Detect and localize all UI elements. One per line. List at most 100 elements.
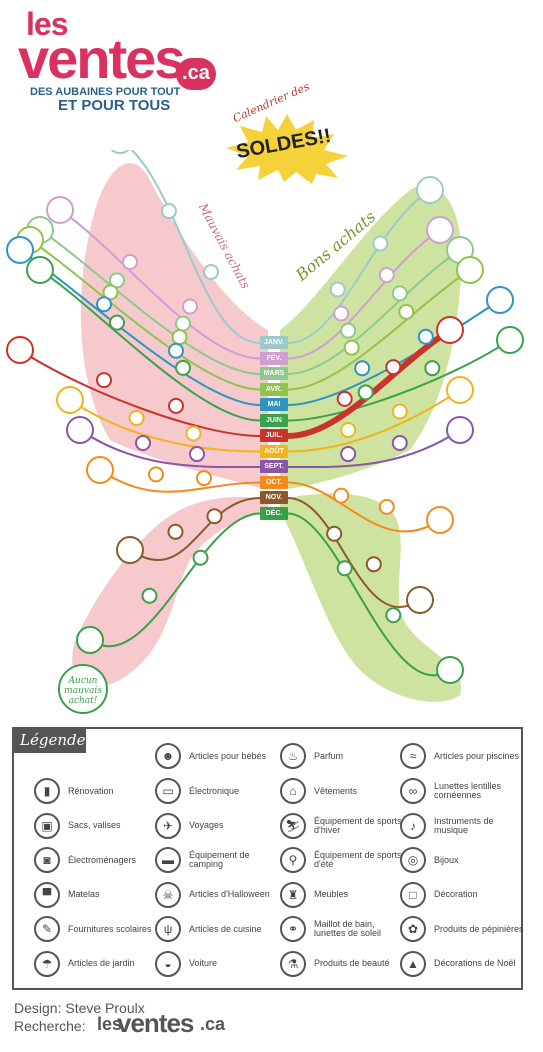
bad-month-line	[39, 229, 261, 375]
good-purchase-node	[333, 487, 350, 504]
legend-label: Articles de jardin	[68, 958, 135, 968]
good-purchase-node	[426, 216, 454, 244]
legend-label: Maillot de bain, lunettes de soleil	[314, 919, 382, 938]
bad-month-line	[99, 469, 261, 493]
good-purchase-node	[385, 359, 402, 376]
good-purchase-node	[372, 235, 389, 252]
bad-purchase-node	[6, 236, 34, 264]
legend-item: ⌂Vêtements	[280, 776, 404, 806]
bad-purchase-node	[116, 536, 144, 564]
bad-purchase-node	[86, 456, 114, 484]
legend-item: ☠Articles d'Halloween	[155, 880, 279, 910]
good-month-line	[287, 269, 471, 391]
hanger-icon: ⌂	[280, 778, 306, 804]
good-purchase-node	[416, 176, 444, 204]
good-purchase-node	[336, 390, 353, 407]
right-lower-wing	[280, 493, 462, 702]
xmas-icon: ▲	[400, 950, 426, 977]
legend-item: ⛷ Équipement de sports d'hiver	[280, 811, 404, 841]
bad-purchase-node	[196, 470, 212, 487]
no-bad-line-2: mauvais	[64, 686, 102, 696]
no-bad-line-3: achat!	[68, 696, 98, 706]
good-purchase-node	[406, 586, 434, 614]
legend-item: ♪ Instruments de musique	[400, 811, 524, 841]
good-purchase-node	[340, 322, 357, 339]
legend-label: Électroménagers	[68, 854, 137, 865]
legend-label: Équipement de sports d'hiver	[314, 815, 402, 835]
legend-item: ◒Voiture	[155, 949, 279, 979]
month-label: MARS	[260, 367, 288, 380]
legend-label: Équipement de camping	[189, 850, 250, 869]
month-label: DÉC.	[260, 506, 288, 520]
bad-purchase-node	[148, 466, 164, 483]
bad-purchase-node	[96, 372, 112, 389]
legend-label: Lunettes lentilles cornéennes	[434, 781, 502, 800]
bad-purchase-node	[182, 298, 198, 315]
good-purchase-node	[378, 498, 395, 515]
logo-les: les	[26, 6, 68, 42]
legend-label: Électronique	[189, 785, 240, 796]
good-purchase-node	[391, 403, 408, 420]
tagline-line-2: ET POUR TOUS	[58, 97, 171, 114]
good-month-line	[287, 512, 451, 677]
camper-icon: ▬	[155, 847, 181, 873]
month-label: JUIL.	[260, 429, 288, 442]
good-purchase-node	[446, 416, 474, 444]
legend-item: ♜Meubles	[280, 880, 404, 910]
bad-purchase-node	[135, 434, 151, 451]
legend-title: Légende	[12, 727, 86, 753]
bad-purchase-node	[168, 397, 184, 414]
bad-month-line	[69, 399, 261, 453]
left-lower-wing	[72, 497, 268, 687]
month-label: OCT.	[260, 475, 288, 489]
good-purchase-node	[385, 607, 402, 624]
guitar-icon: ♪	[400, 812, 426, 839]
good-month-line	[287, 249, 461, 375]
bad-month-line	[89, 512, 261, 648]
perfume-icon: ♨	[280, 743, 306, 769]
good-purchase-node	[417, 328, 434, 345]
legend-label: Produits de pépinières	[434, 923, 524, 934]
bad-purchase-node	[161, 203, 177, 220]
good-purchase-node	[340, 421, 357, 438]
good-purchase-node	[329, 281, 346, 298]
legend-label: Articles pour bébés	[189, 750, 267, 761]
legend-label: Instruments de musique	[434, 815, 494, 835]
legend-label: Fournitures scolaires	[68, 923, 152, 934]
legend-item: ▭Électronique	[155, 776, 279, 806]
bad-purchase-node	[109, 314, 125, 331]
roller-icon: ▮	[34, 778, 60, 804]
legend-label: Sacs, valises	[68, 820, 121, 830]
skier-icon: ⛷	[280, 812, 306, 839]
legend-label: Parfum	[314, 750, 344, 761]
legend-item: ∞ Lunettes lentilles cornéennes	[400, 776, 524, 806]
bad-month-line	[130, 150, 261, 344]
bad-purchase-node	[167, 523, 184, 540]
bad-purchase-node	[109, 272, 125, 289]
pool-icon: ≈	[400, 743, 426, 769]
good-purchase-node	[357, 384, 374, 401]
bad-purchase-node	[102, 284, 119, 301]
good-purchase-node	[343, 339, 360, 356]
bad-purchase-node	[189, 446, 205, 463]
good-purchase-node	[456, 256, 484, 284]
good-purchase-node	[496, 326, 524, 354]
bad-purchase-node	[185, 425, 202, 442]
bad-purchase-node	[192, 549, 209, 566]
credit-logo-ca: .ca	[200, 1014, 226, 1034]
month-label: AOÛT	[260, 444, 288, 458]
bad-month-line	[59, 209, 261, 360]
good-purchase-node	[436, 316, 464, 344]
bad-purchase-node	[96, 296, 112, 313]
tagline-line-1: DES AUBAINES POUR TOUT	[30, 86, 181, 98]
good-purchase-node	[326, 525, 343, 542]
bad-month-line	[39, 269, 261, 422]
good-purchase-node	[426, 506, 454, 534]
bad-purchase-node	[26, 256, 54, 284]
good-purchase-node	[424, 360, 441, 377]
credit-research: Recherche:	[14, 1018, 86, 1034]
glasses-icon: ∞	[400, 778, 426, 804]
legend-item: ✎Fournitures scolaires	[34, 914, 158, 944]
legend-item: ▣Sacs, valises	[34, 811, 158, 841]
bad-purchase-node	[122, 253, 138, 270]
